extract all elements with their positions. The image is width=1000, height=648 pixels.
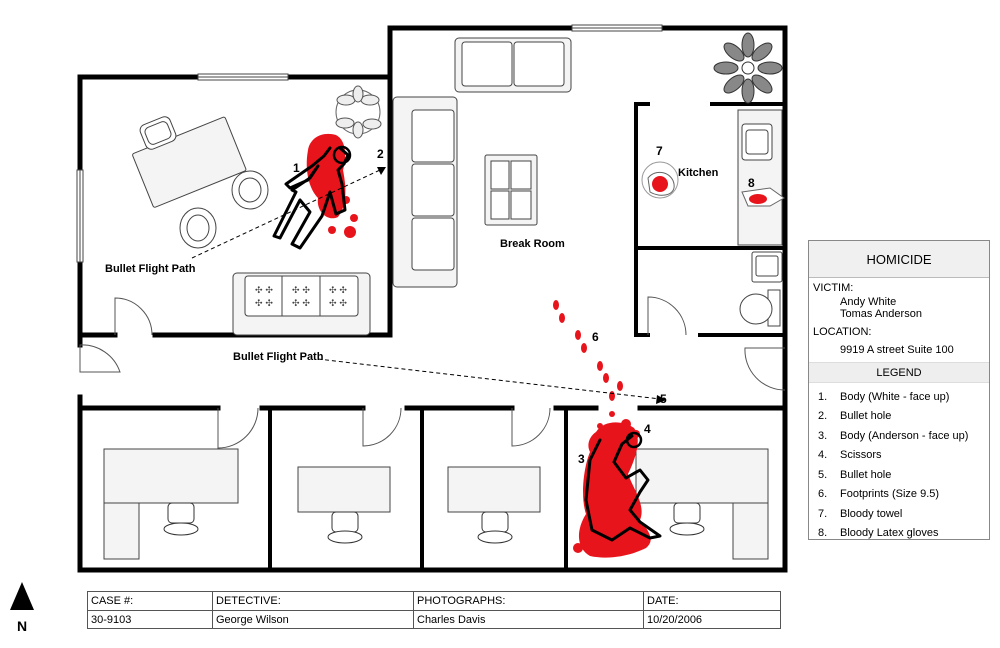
svg-text:✣ ✣: ✣ ✣ bbox=[255, 299, 273, 309]
marker-7: 7 bbox=[656, 144, 663, 158]
detective-label: DETECTIVE: bbox=[213, 592, 413, 611]
north-arrow-icon bbox=[10, 582, 34, 610]
office-furniture: ✣ ✣ ✣ ✣ ✣ ✣ ✣ ✣ ✣ ✣ ✣ ✣ bbox=[132, 85, 382, 336]
victim-label: VICTIM: bbox=[813, 282, 854, 294]
case-info-table: CASE #: 30-9103 DETECTIVE: George Wilson… bbox=[87, 591, 781, 629]
svg-text:✣ ✣: ✣ ✣ bbox=[255, 286, 273, 296]
windows bbox=[76, 24, 663, 263]
legend-heading: LEGEND bbox=[809, 362, 989, 383]
svg-text:✣ ✣: ✣ ✣ bbox=[292, 299, 310, 309]
kitchen-fixtures bbox=[641, 109, 783, 327]
marker-1: 1 bbox=[293, 161, 300, 175]
marker-8: 8 bbox=[748, 176, 755, 190]
legend-item: 3.Body (Anderson - face up) bbox=[818, 429, 969, 442]
body-outline-white bbox=[272, 146, 350, 250]
photographs-value: Charles Davis bbox=[417, 614, 486, 626]
doors bbox=[79, 296, 786, 449]
marker-4: 4 bbox=[644, 422, 651, 436]
svg-text:✣ ✣: ✣ ✣ bbox=[329, 299, 347, 309]
date-label: DATE: bbox=[644, 592, 780, 611]
photographs-cell: PHOTOGRAPHS: Charles Davis bbox=[414, 592, 644, 628]
bullet-flight-paths bbox=[191, 167, 666, 404]
victim-name-2: Tomas Anderson bbox=[840, 308, 922, 320]
location-label: LOCATION: bbox=[813, 326, 872, 338]
body-head-white bbox=[332, 145, 352, 165]
walls bbox=[77, 25, 788, 573]
bloody-gloves bbox=[741, 187, 785, 207]
footprints bbox=[553, 300, 623, 401]
blood-pool-3 bbox=[573, 411, 651, 558]
victim-name-1: Andy White bbox=[840, 296, 897, 308]
bullet-path-label-1: Bullet Flight Path bbox=[105, 263, 196, 275]
legend-item: 8.Bloody Latex gloves bbox=[818, 527, 939, 540]
legend-item: 5.Bullet hole bbox=[818, 468, 892, 481]
detective-cell: DETECTIVE: George Wilson bbox=[213, 592, 414, 628]
marker-6: 6 bbox=[592, 330, 599, 344]
break-room-furniture bbox=[392, 32, 783, 288]
bloody-towel bbox=[647, 171, 675, 196]
body-outline-anderson bbox=[584, 434, 662, 542]
kitchen-label: Kitchen bbox=[678, 167, 719, 179]
photographs-label: PHOTOGRAPHS: bbox=[414, 592, 643, 611]
case-cell: CASE #: 30-9103 bbox=[88, 592, 213, 628]
legend-item: 1.Body (White - face up) bbox=[818, 390, 950, 403]
legend-item: 4.Scissors bbox=[818, 449, 882, 462]
legend-item: 6.Footprints (Size 9.5) bbox=[818, 488, 940, 501]
date-cell: DATE: 10/20/2006 bbox=[644, 592, 780, 628]
bullet-path-label-2: Bullet Flight Path bbox=[233, 351, 324, 363]
north-label: N bbox=[16, 618, 28, 634]
svg-text:✣ ✣: ✣ ✣ bbox=[329, 286, 347, 296]
legend-item: 7.Bloody towel bbox=[818, 507, 903, 520]
lower-offices-furniture bbox=[103, 448, 769, 560]
legend-title: HOMICIDE bbox=[809, 241, 989, 278]
legend-panel: HOMICIDE VICTIM: Andy White Tomas Anders… bbox=[808, 240, 990, 540]
body-head-anderson bbox=[625, 431, 643, 449]
legend-list: 1.Body (White - face up) 2.Bullet hole 3… bbox=[809, 383, 989, 543]
case-label: CASE #: bbox=[88, 592, 212, 611]
legend-item: 2.Bullet hole bbox=[818, 410, 892, 423]
marker-5: 5 bbox=[660, 392, 667, 406]
blood-pool-1 bbox=[306, 133, 358, 238]
svg-text:✣ ✣: ✣ ✣ bbox=[292, 286, 310, 296]
north-compass: N bbox=[8, 582, 36, 638]
date-value: 10/20/2006 bbox=[647, 614, 703, 626]
location-value: 9919 A street Suite 100 bbox=[840, 344, 954, 356]
marker-2: 2 bbox=[377, 147, 384, 161]
case-value: 30-9103 bbox=[91, 614, 132, 626]
detective-value: George Wilson bbox=[216, 614, 289, 626]
marker-3: 3 bbox=[578, 452, 585, 466]
break-room-label: Break Room bbox=[500, 238, 565, 250]
